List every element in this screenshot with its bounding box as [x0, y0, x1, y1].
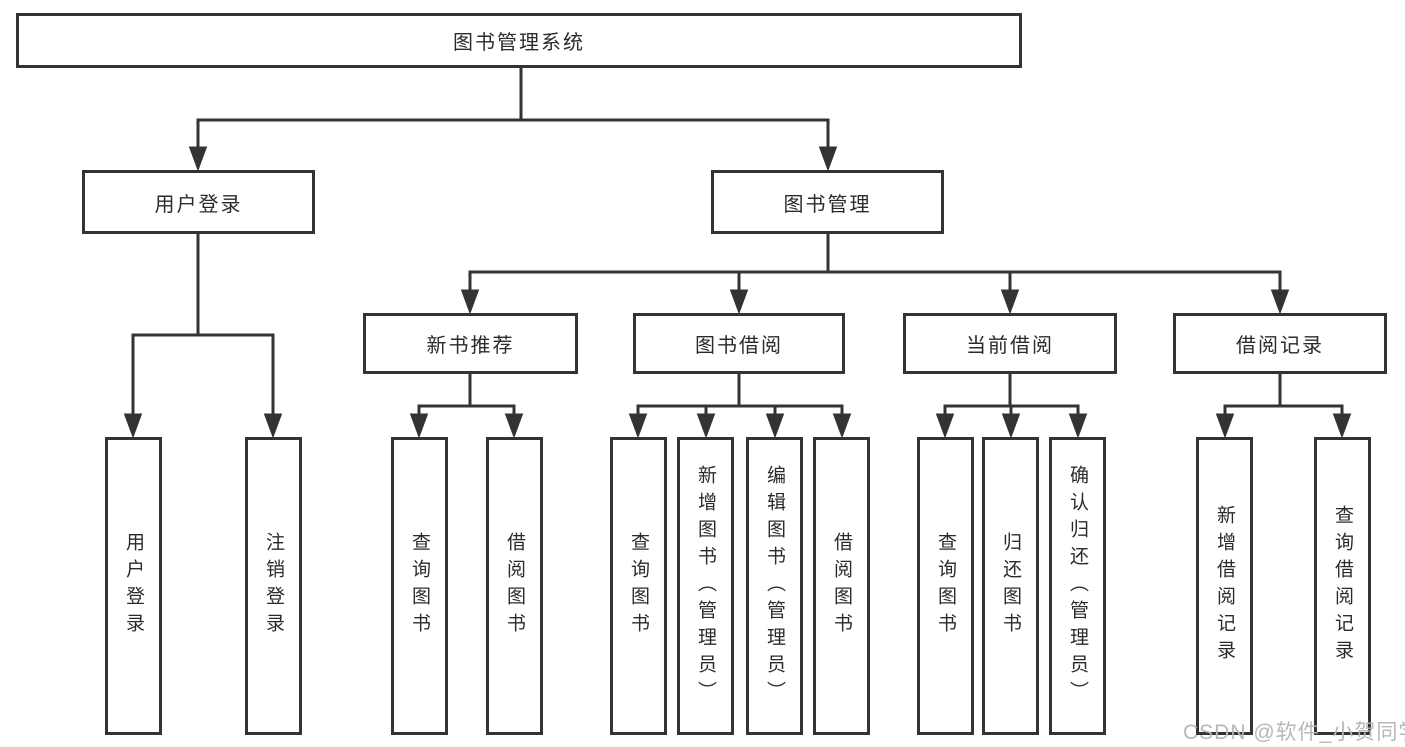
arrowhead-icon: [1001, 413, 1021, 439]
node-new-book-recommend: 新书推荐: [363, 313, 578, 374]
node-label: 注销登录: [263, 532, 284, 640]
node-leaf-query-books: 查询图书: [391, 437, 448, 735]
node-label: 新增图书（管理员）: [695, 464, 716, 708]
node-label: 编辑图书（管理员）: [764, 464, 785, 708]
arrowhead-icon: [188, 146, 208, 172]
node-library-management-system: 图书管理系统: [16, 13, 1022, 68]
node-label: 查询图书: [409, 532, 430, 640]
node-label: 借阅记录: [1236, 335, 1324, 357]
node-label: 图书管理: [783, 193, 872, 216]
arrowhead-icon: [263, 413, 283, 439]
arrowhead-icon: [123, 413, 143, 439]
node-user-login-module: 用户登录: [82, 170, 315, 234]
node-leaf-borrow-books: 借阅图书: [486, 437, 543, 735]
node-label: 确认归还（管理员）: [1067, 464, 1088, 708]
node-label: 借阅图书: [831, 532, 852, 640]
node-label: 图书借阅: [695, 335, 783, 357]
node-leaf-return-books: 归还图书: [982, 437, 1039, 735]
node-label: 归还图书: [1000, 532, 1021, 640]
arrowhead-icon: [504, 413, 524, 439]
arrowhead-icon: [1000, 289, 1020, 315]
arrowhead-icon: [818, 146, 838, 172]
arrowhead-icon: [832, 413, 852, 439]
node-label: 查询图书: [935, 532, 956, 640]
node-book-borrowing: 图书借阅: [633, 313, 845, 374]
node-leaf-query-books-3: 查询图书: [917, 437, 974, 735]
arrowhead-icon: [696, 413, 716, 439]
node-label: 用户登录: [154, 193, 243, 216]
node-current-borrowing: 当前借阅: [903, 313, 1117, 374]
node-label: 当前借阅: [966, 335, 1054, 357]
arrowhead-icon: [1068, 413, 1088, 439]
node-borrow-records: 借阅记录: [1173, 313, 1387, 374]
node-label: 借阅图书: [504, 532, 525, 640]
arrowhead-icon: [765, 413, 785, 439]
node-leaf-user-login: 用户登录: [105, 437, 162, 735]
node-leaf-query-borrow-record: 查询借阅记录: [1314, 437, 1371, 735]
node-label: 图书管理系统: [453, 32, 585, 54]
arrowhead-icon: [935, 413, 955, 439]
node-label: 查询借阅记录: [1332, 505, 1353, 667]
node-leaf-query-books-2: 查询图书: [610, 437, 667, 735]
node-book-management-module: 图书管理: [711, 170, 944, 234]
node-leaf-logout: 注销登录: [245, 437, 302, 735]
node-leaf-add-books-admin: 新增图书（管理员）: [677, 437, 734, 735]
arrowhead-icon: [628, 413, 648, 439]
arrowhead-icon: [729, 289, 749, 315]
arrowhead-icon: [1270, 289, 1290, 315]
node-leaf-borrow-books-2: 借阅图书: [813, 437, 870, 735]
node-leaf-edit-books-admin: 编辑图书（管理员）: [746, 437, 803, 735]
node-label: 查询图书: [628, 532, 649, 640]
arrowhead-icon: [1215, 413, 1235, 439]
node-label: 新增借阅记录: [1214, 505, 1235, 667]
node-label: 用户登录: [123, 532, 144, 640]
node-leaf-add-borrow-record: 新增借阅记录: [1196, 437, 1253, 735]
arrowhead-icon: [409, 413, 429, 439]
csdn-watermark: CSDN @软件_小贺同学: [1183, 721, 1405, 744]
arrowhead-icon: [460, 289, 480, 315]
node-label: 新书推荐: [426, 335, 515, 357]
node-leaf-confirm-return-admin: 确认归还（管理员）: [1049, 437, 1106, 735]
arrowhead-icon: [1332, 413, 1352, 439]
